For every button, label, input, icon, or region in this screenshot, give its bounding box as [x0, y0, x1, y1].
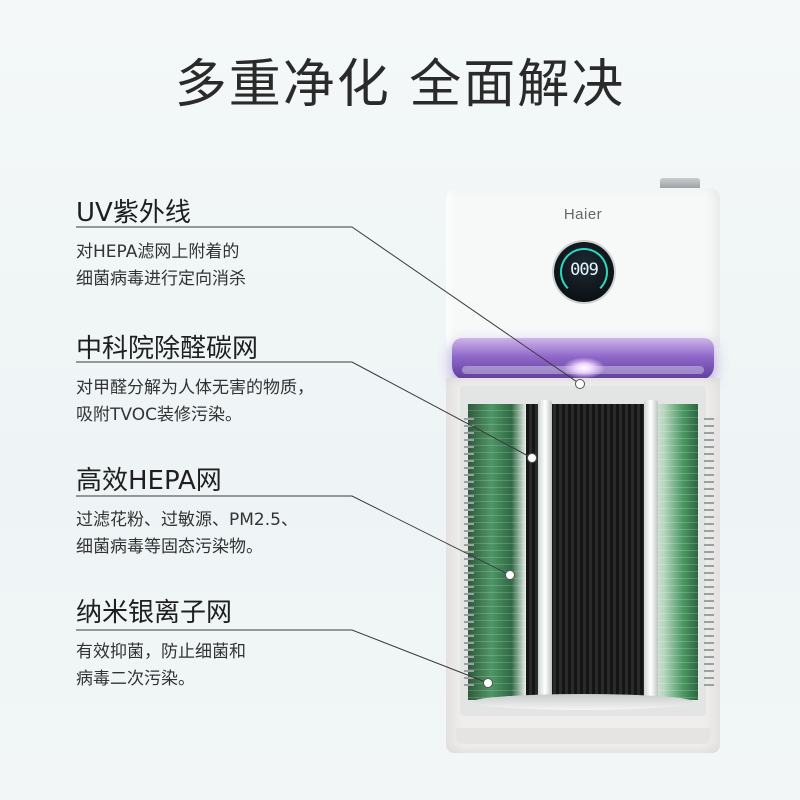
- feature-desc-line: 对甲醛分解为人体无害的物质，: [76, 378, 314, 398]
- feature-desc-line: 细菌病毒等固态污染物。: [76, 537, 263, 557]
- feature-title: UV紫外线: [76, 198, 191, 228]
- feature-description: 过滤花粉、过敏源、PM2.5、 细菌病毒等固态污染物。: [76, 507, 298, 561]
- uv-light-lid: [452, 338, 714, 380]
- purifier-body: [446, 378, 720, 753]
- feature-desc-line: 病毒二次污染。: [76, 669, 195, 689]
- feature-description: 有效抑菌，防止细菌和 病毒二次污染。: [76, 639, 246, 693]
- feature-title: 中科院除醛碳网: [76, 334, 259, 364]
- feature-desc-line: 细菌病毒进行定向消杀: [76, 269, 246, 289]
- silver-ion-filter-layer: [468, 404, 526, 700]
- feature-desc-line: 有效抑菌，防止细菌和: [76, 642, 246, 662]
- feature-desc-line: 吸附TVOC装修污染。: [76, 405, 242, 425]
- filter-cavity: [460, 386, 706, 716]
- feature-description: 对HEPA滤网上附着的 细菌病毒进行定向消杀: [76, 239, 246, 293]
- feature-title: 纳米银离子网: [76, 598, 233, 628]
- feature-uv: UV紫外线 对HEPA滤网上附着的 细菌病毒进行定向消杀: [76, 192, 246, 293]
- air-purifier-image: Haier 009: [446, 188, 720, 753]
- brand-logo: Haier: [563, 206, 603, 223]
- air-quality-display: 009: [554, 242, 614, 302]
- feature-silver-ion: 纳米银离子网 有效抑菌，防止细菌和 病毒二次污染。: [76, 592, 246, 693]
- feature-carbon-filter: 中科院除醛碳网 对甲醛分解为人体无害的物质， 吸附TVOC装修污染。: [76, 328, 314, 429]
- purifier-top-unit: Haier 009: [446, 188, 720, 348]
- feature-desc-line: 对HEPA滤网上附着的: [76, 242, 240, 262]
- feature-hepa: 高效HEPA网 过滤花粉、过敏源、PM2.5、 细菌病毒等固态污染物。: [76, 460, 298, 561]
- purifier-base: [456, 728, 710, 744]
- support-rod: [644, 400, 658, 700]
- feature-desc-line: 过滤花粉、过敏源、PM2.5、: [76, 510, 298, 530]
- display-readout: 009: [570, 260, 599, 280]
- support-rod: [538, 400, 552, 700]
- feature-description: 对甲醛分解为人体无害的物质， 吸附TVOC装修污染。: [76, 375, 314, 429]
- filter-base-ring: [472, 694, 694, 710]
- feature-title: 高效HEPA网: [76, 466, 222, 496]
- side-grille: [464, 418, 474, 688]
- page-title: 多重净化 全面解决: [174, 55, 626, 115]
- side-grille: [704, 418, 714, 688]
- uv-glow: [564, 358, 604, 378]
